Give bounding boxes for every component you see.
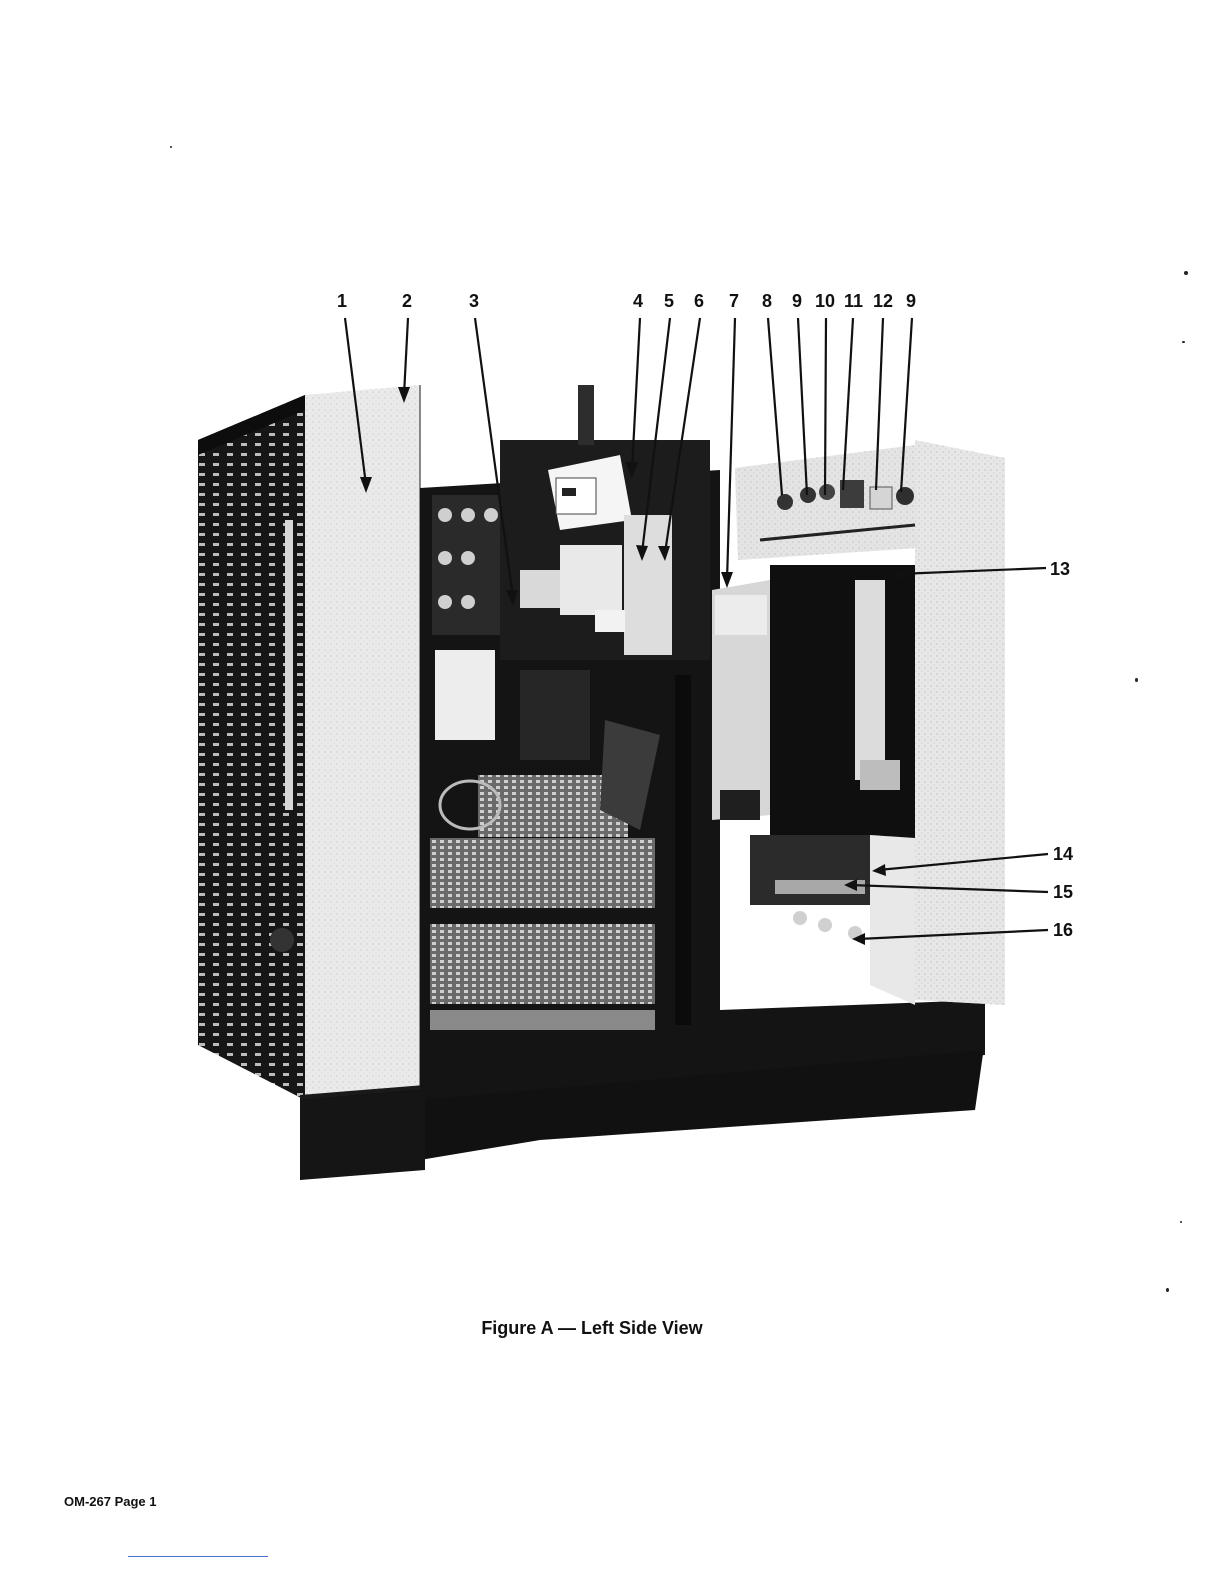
callout-10: 10 [815, 292, 835, 310]
callout-3: 3 [469, 292, 479, 310]
callout-7: 7 [729, 292, 739, 310]
scan-speck [1135, 678, 1138, 682]
page-label: OM-267 Page 1 [64, 1494, 157, 1509]
callout-4: 4 [633, 292, 643, 310]
callout-8: 8 [762, 292, 772, 310]
callout-15: 15 [1053, 883, 1073, 901]
scan-speck [1166, 1288, 1169, 1292]
callout-11: 11 [844, 292, 863, 310]
callout-2: 2 [402, 292, 412, 310]
scan-speck [170, 146, 172, 148]
callout-9: 9 [792, 292, 802, 310]
side-panel [305, 385, 420, 1110]
rear-louvered-panel [198, 395, 305, 1100]
control-board [735, 445, 918, 560]
callout-12: 12 [873, 292, 893, 310]
footer-rule [128, 1556, 268, 1557]
scan-speck [1182, 341, 1185, 343]
callout-13: 13 [1050, 560, 1070, 578]
figure-caption: Figure A — Left Side View [0, 1318, 1184, 1339]
callout-1: 1 [337, 292, 347, 310]
callout-9b: 9 [906, 292, 916, 310]
callout-16: 16 [1053, 921, 1073, 939]
scan-speck [1180, 1221, 1182, 1223]
callout-6: 6 [694, 292, 704, 310]
callout-14: 14 [1053, 845, 1073, 863]
scan-speck [1184, 271, 1188, 275]
callout-5: 5 [664, 292, 674, 310]
